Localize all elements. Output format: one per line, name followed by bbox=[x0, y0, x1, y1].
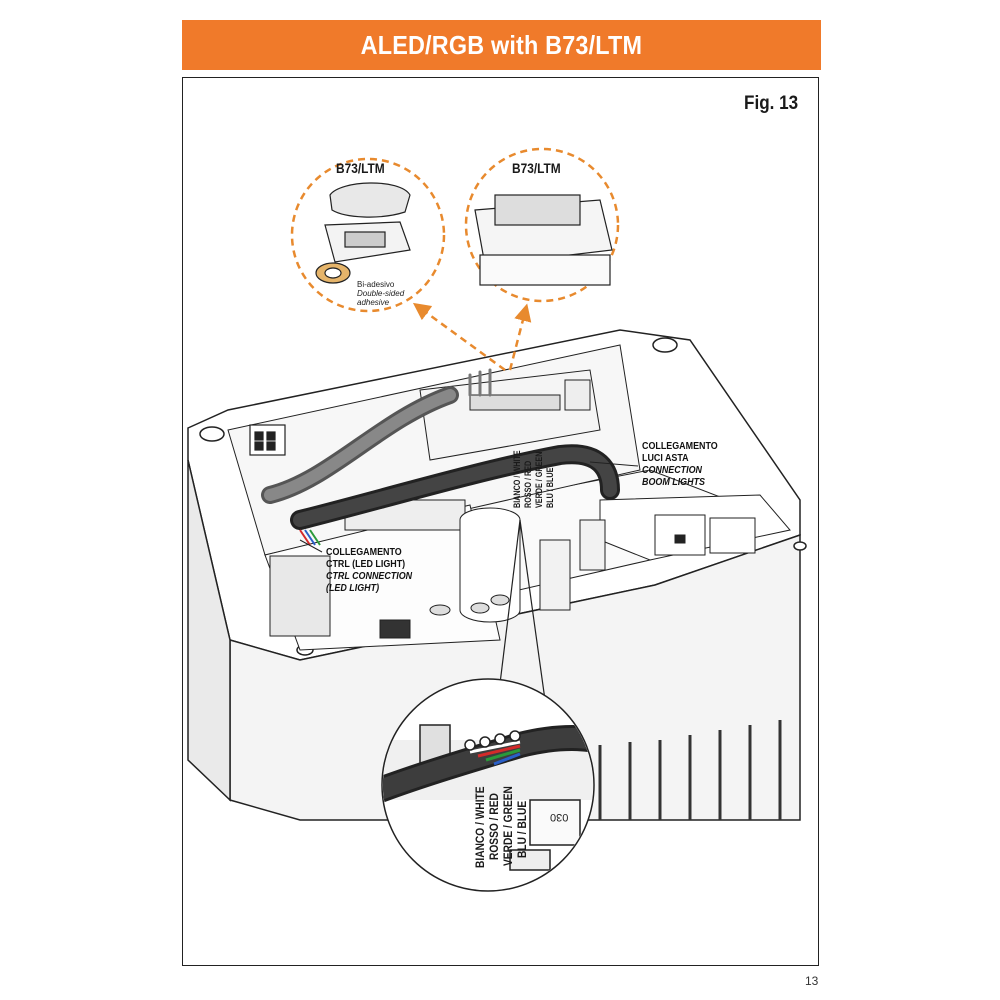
ctrl-label-line4: (LED LIGHT) bbox=[326, 582, 380, 594]
adhesive-label-it: Bi-adesivo bbox=[357, 280, 395, 289]
front-ribs bbox=[598, 720, 782, 820]
ctrl-connection-label: COLLEGAMENTO CTRL (LED LIGHT) CTRL CONNE… bbox=[326, 546, 412, 594]
boom-label-line2: LUCI ASTA bbox=[642, 452, 689, 464]
rim-connector bbox=[249, 424, 286, 456]
ctrl-label-line3: CTRL CONNECTION bbox=[326, 570, 413, 582]
wire-label-green: VERDE / GREEN bbox=[501, 786, 515, 866]
board-marking: 030 bbox=[550, 811, 569, 823]
wire-label-red-small: ROSSO / RED bbox=[523, 460, 533, 508]
wire-label-red: ROSSO / RED bbox=[487, 793, 501, 860]
callout-left-title: B73/LTM bbox=[336, 160, 385, 176]
detail-circle bbox=[381, 678, 595, 892]
installed-board bbox=[474, 194, 613, 286]
wire-label-white: BIANCO / WHITE bbox=[473, 786, 487, 868]
figure-label: Fig. 13 bbox=[744, 93, 799, 114]
wire-label-blue: BLU / BLUE bbox=[515, 800, 529, 858]
boom-label-line4: BOOM LIGHTS bbox=[642, 476, 705, 488]
boom-lights-label: COLLEGAMENTO LUCI ASTA CONNECTION BOOM L… bbox=[642, 440, 718, 488]
ctrl-label-line2: CTRL (LED LIGHT) bbox=[326, 558, 406, 570]
boom-label-line3: CONNECTION bbox=[642, 464, 703, 476]
cover-part bbox=[315, 182, 411, 284]
figure-frame bbox=[182, 77, 819, 966]
ctrl-wires bbox=[299, 529, 321, 546]
title-banner: ALED/RGB with B73/LTM bbox=[182, 20, 821, 70]
callout-right-title: B73/LTM bbox=[512, 160, 561, 176]
boom-label-line1: COLLEGAMENTO bbox=[642, 440, 718, 452]
wire-label-green-small: VERDE / GREEN bbox=[534, 451, 544, 508]
cables bbox=[261, 368, 620, 530]
main-pcb bbox=[264, 499, 521, 651]
callout-arrows bbox=[412, 302, 532, 372]
adhesive-label-en-1: Double-sided bbox=[357, 289, 405, 298]
adhesive-label-en-2: adhesive bbox=[357, 298, 390, 307]
leader-lines bbox=[299, 461, 639, 553]
ctrl-label-line1: COLLEGAMENTO bbox=[326, 546, 402, 558]
power-section bbox=[539, 494, 791, 611]
wire-label-white-small: BIANCO / WHITE bbox=[512, 450, 522, 508]
wire-label-blue-small: BLU / BLUE bbox=[545, 467, 555, 508]
page-title: ALED/RGB with B73/LTM bbox=[360, 29, 643, 60]
adhesive-note: Bi-adesivo Double-sided adhesive bbox=[357, 280, 404, 307]
page-number: 13 bbox=[805, 974, 819, 988]
b73-board bbox=[419, 369, 601, 461]
zoom-lines bbox=[497, 519, 546, 701]
